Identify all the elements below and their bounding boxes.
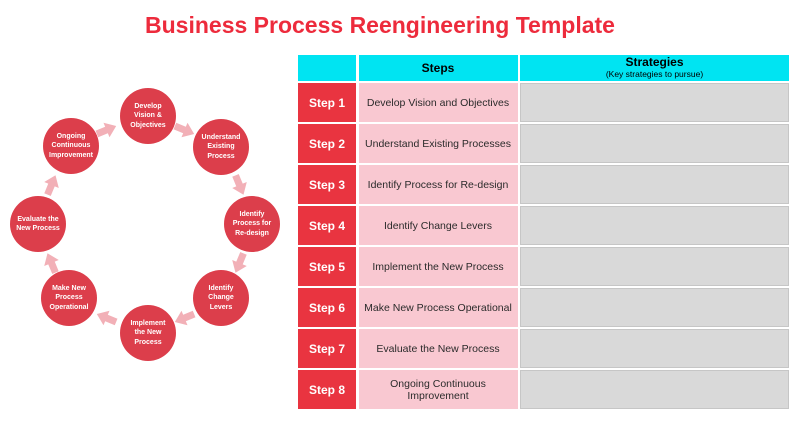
cycle-arrow-icon: [228, 250, 251, 276]
step-description-cell: Develop Vision and Objectives: [358, 83, 518, 122]
cycle-node-label: Identify Process for Re-design: [232, 211, 272, 237]
cycle-node-label: Ongoing Continuous Improvement: [49, 133, 93, 159]
strategies-header-title: Strategies: [625, 55, 684, 70]
strategy-cell: [520, 206, 789, 245]
strategy-cell: [520, 124, 789, 163]
step-description-cell: Identify Change Levers: [358, 206, 518, 245]
step-label-cell: Step 1: [298, 83, 356, 122]
step-description-cell: Make New Process Operational: [358, 288, 518, 327]
cycle-arrow-icon: [172, 307, 198, 330]
cycle-node-identify-levers: Identify Change Levers: [193, 270, 249, 326]
process-cycle-diagram: Develop Vision & Objectives Understand E…: [0, 0, 298, 421]
step-label-cell: Step 7: [298, 329, 356, 368]
cycle-node-label: Develop Vision & Objectives: [130, 103, 166, 129]
step-label-cell: Step 3: [298, 165, 356, 204]
cycle-node-develop-vision: Develop Vision & Objectives: [120, 88, 176, 144]
cycle-arrow-icon: [228, 172, 251, 198]
cycle-arrow-icon: [94, 307, 120, 330]
cycle-arrow-icon: [40, 172, 63, 198]
strategies-header-subtitle: (Key strategies to pursue): [605, 69, 704, 80]
strategy-cell: [520, 83, 789, 122]
steps-strategies-table: Steps Strategies (Key strategies to purs…: [298, 55, 789, 409]
cycle-node-identify-process: Identify Process for Re-design: [224, 196, 280, 252]
step-label-cell: Step 6: [298, 288, 356, 327]
cycle-node-understand-existing: Understand Existing Process: [193, 119, 249, 175]
table-corner-cell: [298, 55, 356, 81]
cycle-node-implement: Implement the New Process: [120, 305, 176, 361]
cycle-node-ongoing-improvement: Ongoing Continuous Improvement: [43, 118, 99, 174]
step-label-cell: Step 8: [298, 370, 356, 409]
page-title: Business Process Reengineering Template: [145, 12, 615, 38]
step-description-cell: Evaluate the New Process: [358, 329, 518, 368]
step-description-cell: Ongoing Continuous Improvement: [358, 370, 518, 409]
strategy-cell: [520, 370, 789, 409]
step-description-cell: Understand Existing Processes: [358, 124, 518, 163]
strategies-column-header: Strategies (Key strategies to pursue): [520, 55, 789, 81]
cycle-arrow-icon: [172, 119, 198, 142]
step-label-cell: Step 2: [298, 124, 356, 163]
cycle-arrow-icon: [94, 119, 120, 142]
cycle-node-label: Evaluate the New Process: [16, 215, 60, 232]
cycle-node-label: Understand Existing Process: [201, 134, 241, 160]
step-description-cell: Implement the New Process: [358, 247, 518, 286]
strategy-cell: [520, 247, 789, 286]
cycle-node-make-operational: Make New Process Operational: [41, 270, 97, 326]
steps-column-header: Steps: [358, 55, 518, 81]
step-label-cell: Step 4: [298, 206, 356, 245]
step-description-cell: Identify Process for Re-design: [358, 165, 518, 204]
strategy-cell: [520, 288, 789, 327]
cycle-arrow-icon: [40, 250, 63, 276]
cycle-node-label: Make New Process Operational: [49, 285, 89, 311]
strategy-cell: [520, 329, 789, 368]
step-label-cell: Step 5: [298, 247, 356, 286]
strategy-cell: [520, 165, 789, 204]
cycle-node-label: Identify Change Levers: [208, 285, 234, 311]
cycle-node-evaluate: Evaluate the New Process: [10, 196, 66, 252]
cycle-node-label: Implement the New Process: [130, 320, 166, 346]
